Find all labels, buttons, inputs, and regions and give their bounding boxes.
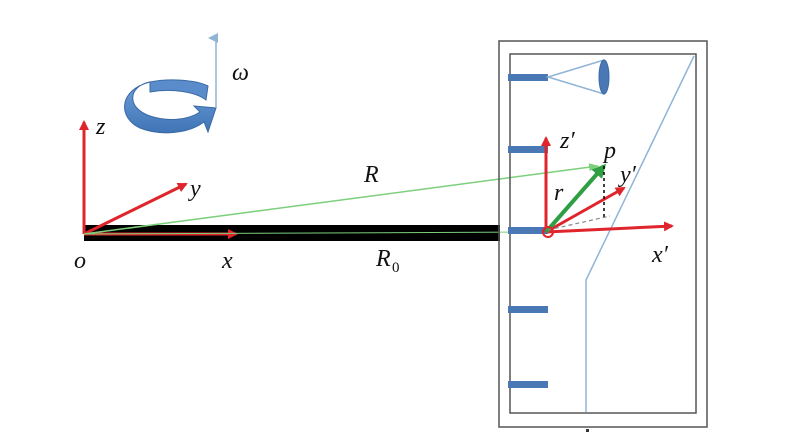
rotation-arrow-icon bbox=[124, 79, 217, 134]
label-z: z bbox=[95, 114, 106, 140]
x-prime-axis-arrow bbox=[545, 221, 674, 234]
label-y: y bbox=[188, 176, 201, 202]
label-y-prime: y′ bbox=[618, 162, 637, 188]
outer-frame bbox=[498, 40, 708, 428]
projection-dash-diagonal bbox=[547, 215, 611, 231]
local-origin-marker bbox=[542, 226, 554, 238]
r-vector bbox=[544, 163, 606, 234]
label-R0: R 0 bbox=[375, 246, 400, 276]
label-omega: ω bbox=[232, 60, 249, 86]
label-z-prime: z′ bbox=[559, 128, 575, 154]
label-R0-sub: 0 bbox=[392, 260, 400, 276]
label-x: x bbox=[221, 248, 233, 274]
label-x-prime: x′ bbox=[651, 242, 669, 268]
label-R0-main: R bbox=[375, 246, 391, 272]
y-prime-axis-arrow bbox=[545, 186, 626, 234]
slope-line bbox=[585, 55, 695, 412]
sensor-bar-3 bbox=[508, 227, 548, 234]
sensor-bar-2 bbox=[508, 146, 548, 153]
y-axis-arrow bbox=[83, 182, 188, 236]
label-R: R bbox=[363, 162, 379, 188]
R-vector bbox=[83, 163, 599, 235]
camera-cone-icon bbox=[545, 58, 610, 96]
frame-dot bbox=[586, 429, 589, 432]
sensor-bar-1 bbox=[508, 74, 548, 81]
label-o: o bbox=[74, 248, 86, 274]
sensor-bar-5 bbox=[508, 381, 548, 388]
label-r: r bbox=[554, 180, 564, 206]
label-p: p bbox=[602, 138, 616, 164]
sensor-bar-4 bbox=[508, 306, 548, 313]
R0-line bbox=[83, 231, 541, 235]
